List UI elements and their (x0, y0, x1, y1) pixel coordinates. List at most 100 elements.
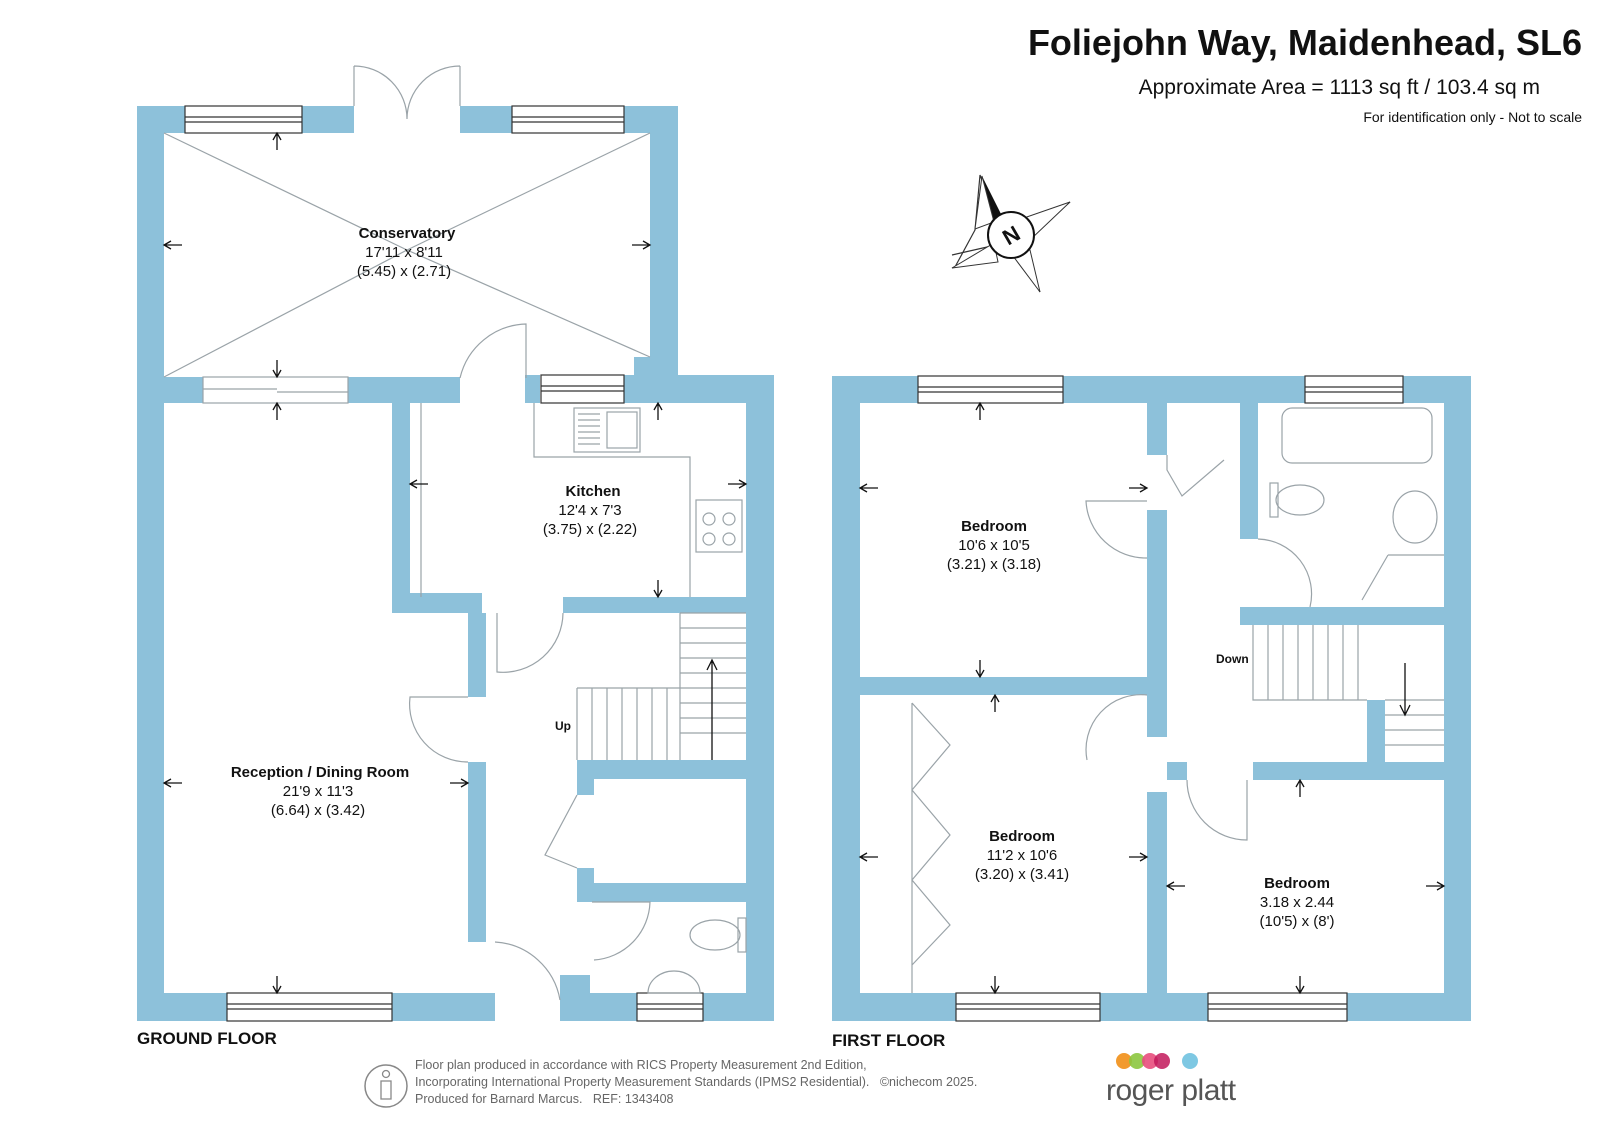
room-dimensions-metric: (3.21) x (3.18) (947, 556, 1041, 573)
wall (560, 975, 590, 1021)
dimension-arrow (653, 401, 663, 420)
dimension-arrow (1295, 778, 1305, 797)
copyright: ©nichecom 2025. (879, 1075, 978, 1089)
wall (1147, 677, 1167, 737)
wall (746, 375, 774, 1021)
approximate-area: Approximate Area = 1113 sq ft / 103.4 sq… (1138, 76, 1540, 99)
footer-text: Incorporating International Property Mea… (415, 1075, 870, 1089)
stairs-arrow (1399, 663, 1411, 717)
wall (634, 357, 678, 378)
wall (703, 993, 774, 1021)
french-door (353, 65, 461, 120)
door-swing (592, 901, 651, 961)
window (540, 374, 625, 404)
room-name: Reception / Dining Room (231, 764, 409, 781)
stairs-label: Down (1216, 652, 1249, 666)
door-swing (496, 612, 564, 673)
stairs-arrow (706, 658, 718, 760)
wall (577, 760, 747, 779)
window (1207, 992, 1348, 1022)
room-dimensions-metric: (5.45) x (2.71) (357, 263, 451, 280)
wc-cistern (737, 917, 747, 953)
dimension-arrow (975, 401, 985, 420)
compass-rose: N (951, 174, 1071, 293)
wall (392, 993, 495, 1021)
wall (1147, 403, 1167, 455)
ground-floor (137, 65, 774, 1022)
disclaimer-note: For identification only - Not to scale (1363, 109, 1582, 125)
window (955, 992, 1101, 1022)
roof-line (163, 132, 651, 378)
door-swing (408, 696, 469, 763)
wall (137, 993, 227, 1021)
basin (647, 970, 701, 994)
dimension-arrow (1129, 483, 1149, 493)
wall (563, 597, 747, 613)
window (1304, 375, 1404, 404)
wall (392, 593, 482, 613)
room-dimensions-metric: (10'5) x (8') (1260, 913, 1335, 930)
dimension-arrow (272, 360, 282, 379)
door-swing (1166, 455, 1225, 497)
wall (1167, 762, 1187, 780)
reference-number: REF: 1343408 (592, 1092, 674, 1106)
wall (1253, 762, 1471, 780)
wall (137, 377, 164, 1021)
dimension-arrow (272, 976, 282, 995)
room-dimensions-metric: (6.64) x (3.42) (271, 802, 365, 819)
footer-line: Incorporating International Property Mea… (415, 1074, 977, 1091)
dimension-arrow (450, 778, 470, 788)
basin (1392, 490, 1438, 544)
window (184, 105, 303, 134)
wall (577, 760, 594, 795)
room-dimensions-imperial: 10'6 x 10'5 (958, 537, 1030, 554)
sink (573, 407, 641, 453)
wall (1444, 376, 1471, 1021)
door-swing (494, 941, 561, 1001)
door-swing (1186, 779, 1248, 841)
footer-line: Floor plan produced in accordance with R… (415, 1058, 867, 1072)
wc-toilet (689, 919, 741, 951)
hob-ring (702, 532, 716, 546)
dimension-arrow (162, 240, 182, 250)
room-name: Bedroom (989, 828, 1055, 845)
door-swing (1257, 538, 1313, 608)
kitchen-worktop (420, 403, 691, 597)
door-swing (1085, 694, 1148, 761)
window (511, 105, 625, 134)
dimension-arrow (162, 778, 182, 788)
door-swing (544, 794, 578, 869)
room-dimensions-imperial: 3.18 x 2.44 (1260, 894, 1334, 911)
stairs (1252, 625, 1444, 746)
wall (832, 376, 860, 1021)
dimension-arrow (1129, 852, 1149, 862)
dimension-arrow (1165, 881, 1185, 891)
footer-text: Produced for Barnard Marcus. (415, 1092, 583, 1106)
brand-name: roger platt (1106, 1074, 1236, 1107)
door-swing (1085, 500, 1148, 559)
dimension-arrow (272, 131, 282, 150)
dimension-arrow (408, 479, 428, 489)
window (226, 992, 393, 1022)
hob-ring (702, 512, 716, 526)
wall (1147, 792, 1167, 1021)
wall (137, 106, 164, 403)
wall (1063, 376, 1305, 403)
wall (1147, 510, 1167, 687)
hob-ring (722, 532, 736, 546)
door-swing (459, 323, 527, 379)
wall (1240, 403, 1258, 539)
wall (1347, 993, 1471, 1021)
dimension-arrow (975, 660, 985, 679)
wall (302, 106, 354, 133)
wardrobe-doors (911, 702, 951, 993)
wall (392, 403, 410, 613)
footer-note: Floor plan produced in accordance with R… (415, 1057, 977, 1108)
wall (1240, 607, 1471, 625)
wall (468, 762, 486, 942)
stairs-label: Up (555, 719, 571, 733)
dimension-arrow (728, 479, 748, 489)
floor-label: FIRST FLOOR (832, 1031, 945, 1050)
hob-ring (722, 512, 736, 526)
